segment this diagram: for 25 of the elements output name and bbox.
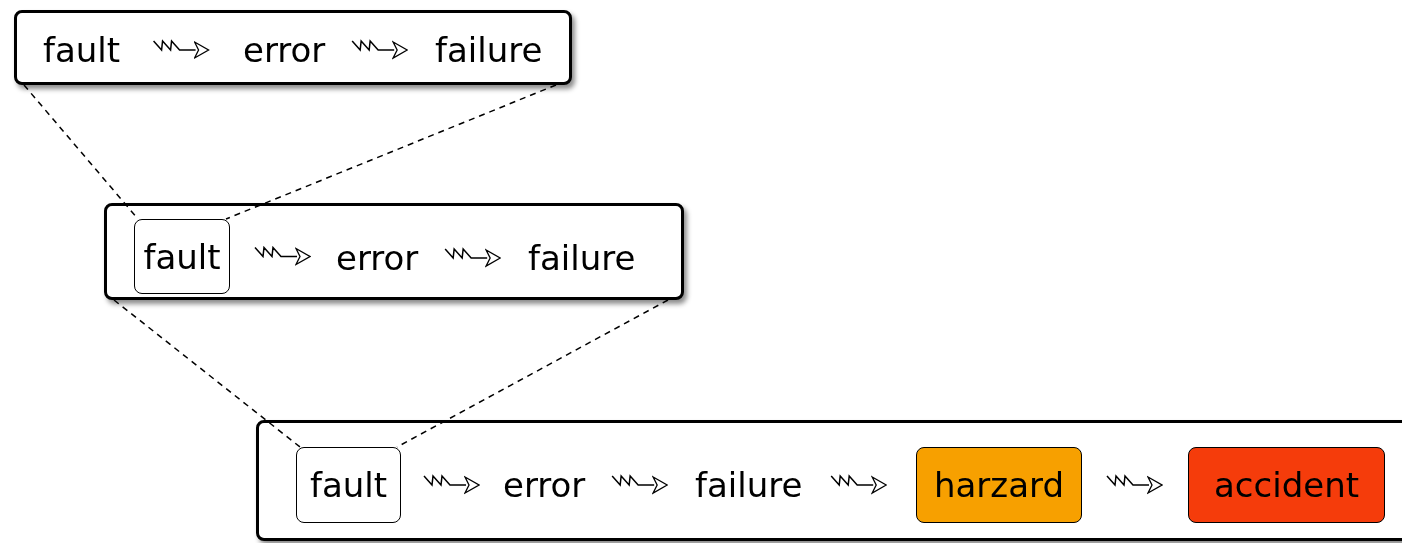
panel — [256, 420, 1402, 541]
chevron-arrow — [152, 39, 210, 59]
zoom-line — [225, 84, 557, 220]
term-label: failure — [435, 28, 543, 72]
chevron-arrow — [830, 474, 887, 494]
chevron-arrow — [611, 474, 668, 494]
term-label: error — [336, 236, 419, 280]
term-label: fault — [43, 28, 121, 72]
term-box: accident — [1188, 447, 1385, 523]
term-box: fault — [296, 447, 401, 523]
chevron-arrow — [351, 39, 408, 59]
chevron-arrow — [444, 247, 501, 267]
panel — [104, 203, 684, 300]
term-label: failure — [695, 463, 803, 507]
zoom-line — [396, 299, 669, 448]
chevron-arrow — [254, 245, 311, 266]
panel — [14, 10, 572, 85]
term-label: error — [503, 463, 586, 507]
chevron-arrow — [423, 474, 480, 494]
chevron-arrow — [1106, 474, 1163, 494]
term-box: fault — [134, 219, 230, 294]
term-label: error — [243, 28, 326, 72]
term-box: harzard — [916, 447, 1082, 523]
term-label: failure — [528, 236, 636, 280]
zoom-line — [113, 299, 301, 448]
